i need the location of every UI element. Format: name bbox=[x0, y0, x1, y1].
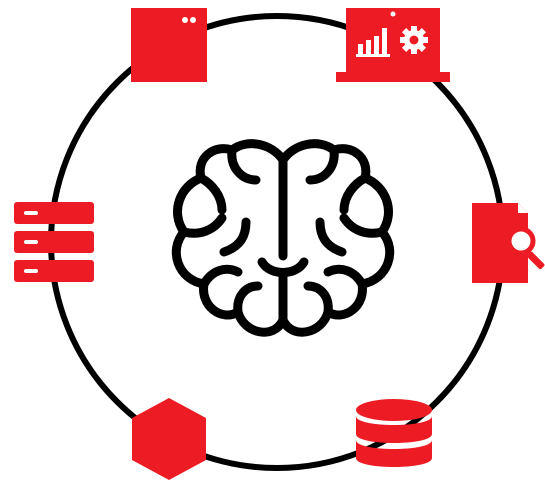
database-top bbox=[356, 399, 432, 421]
document-page bbox=[472, 203, 528, 283]
brain-icon bbox=[171, 139, 395, 337]
server-rack-icon bbox=[14, 202, 94, 282]
server-box-led bbox=[182, 17, 188, 23]
server-rack-slot bbox=[24, 269, 38, 273]
server-box-icon bbox=[131, 8, 207, 82]
magnifier-handle bbox=[527, 251, 545, 270]
hexagon-icon bbox=[132, 398, 206, 480]
document-search-icon bbox=[472, 203, 545, 283]
server-rack-slot bbox=[24, 211, 38, 215]
server-rack-slot bbox=[24, 240, 38, 244]
server-rack-unit bbox=[14, 231, 94, 253]
laptop-analytics-icon bbox=[336, 8, 450, 82]
laptop-camera bbox=[390, 11, 396, 17]
server-box-led bbox=[190, 17, 196, 23]
database-tier bbox=[356, 440, 432, 467]
magnifier-lens bbox=[506, 226, 536, 256]
gear-icon bbox=[400, 26, 428, 54]
document-fold bbox=[518, 203, 528, 213]
laptop-base bbox=[336, 72, 450, 82]
database-icon bbox=[356, 399, 432, 467]
bar-chart-icon bbox=[356, 28, 390, 57]
server-rack-unit bbox=[14, 202, 94, 224]
database-tier bbox=[356, 416, 432, 443]
outer-ring bbox=[48, 13, 506, 471]
server-rack-unit bbox=[14, 260, 94, 282]
